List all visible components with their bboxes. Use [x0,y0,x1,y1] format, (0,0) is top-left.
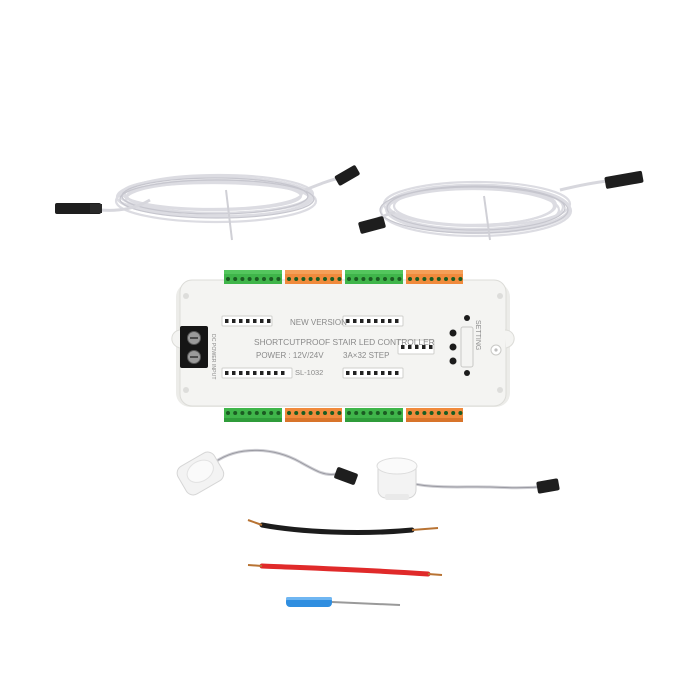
power-input-terminal [180,326,208,368]
terminal-block-bottom-2 [285,408,342,422]
terminal-block-bottom-1 [224,408,282,422]
terminal-block-top-2 [285,270,342,284]
setting-label: SETTING [474,320,481,350]
screwdriver [286,597,401,607]
spec-label: 3A×32 STEP [343,351,389,360]
power-label: POWER : 12V/24V [256,351,324,360]
terminal-block-bottom-4 [406,408,463,422]
version-label: NEW VERSION [290,318,347,327]
model-label: SL-1032 [295,368,323,377]
extension-cable-left [55,165,360,241]
red-wire [247,563,443,577]
stair-led-controller: NEW VERSION SHORTCUTPROOF STAIR LED CONT… [171,270,515,422]
terminal-block-top-3 [345,270,403,284]
extension-cable-right [358,170,644,241]
terminal-block-top-4 [406,270,463,284]
product-name-label: SHORTCUTPROOF STAIR LED CONTROLLER [254,337,435,347]
motion-sensor-left [176,448,358,496]
power-input-label: DC POWER INPUT [210,334,216,380]
black-wire [247,519,439,535]
terminal-block-bottom-3 [345,408,403,422]
motion-sensor-right [376,457,560,500]
terminal-block-top-1 [224,270,282,284]
